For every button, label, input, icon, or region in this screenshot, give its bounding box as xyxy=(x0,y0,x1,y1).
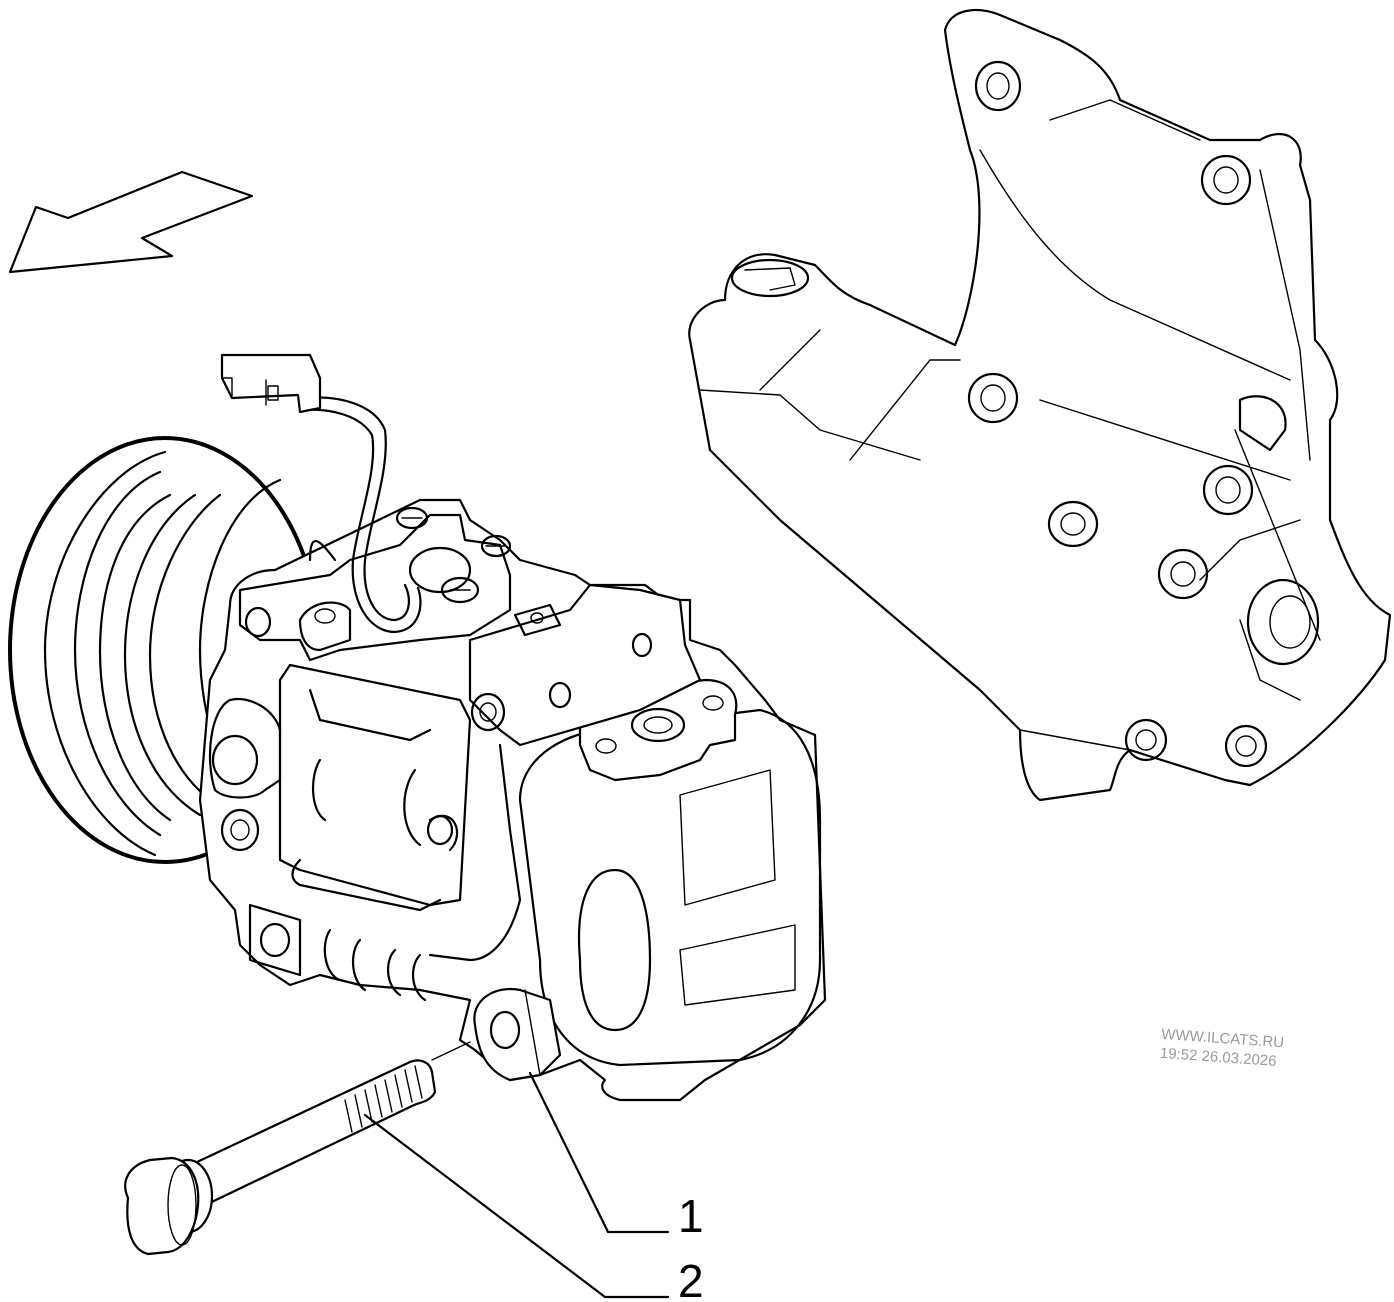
bolt xyxy=(124,1059,437,1256)
callout-leaders xyxy=(363,1041,670,1299)
callout-2: 2 xyxy=(678,1255,704,1302)
compressor xyxy=(8,353,827,1102)
mounting-bracket xyxy=(688,8,1392,802)
callout-1: 1 xyxy=(678,1190,704,1242)
watermark: WWW.ILCATS.RU 19:52 26.03.2026 xyxy=(1159,1026,1284,1070)
direction-arrow-icon xyxy=(8,170,254,274)
